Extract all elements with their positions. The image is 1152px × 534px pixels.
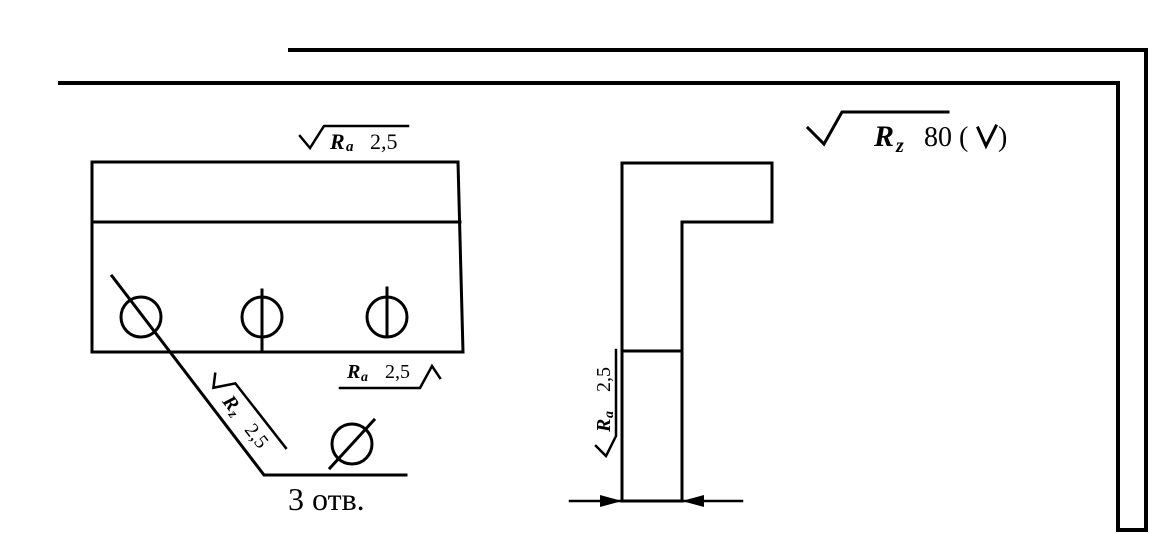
diameter-slash <box>327 417 377 471</box>
leader-line <box>109 273 408 477</box>
roughness-check-symbol <box>805 110 950 147</box>
general-roughness-value: 80 ( <box>924 122 968 153</box>
holes <box>119 286 409 354</box>
bottom-roughness-subscript: a <box>361 370 368 385</box>
top-roughness-subscript: a <box>346 139 354 155</box>
hole-roughness: R z 2,5 <box>211 372 288 453</box>
general-roughness-symbol: R <box>873 120 894 153</box>
arrow-left-icon <box>682 495 704 507</box>
frame-outer-line <box>58 48 1148 532</box>
hole-count-note: 3 отв. <box>288 481 365 517</box>
frame <box>58 48 1148 532</box>
top-surface-roughness: R a 2,5 <box>298 124 410 155</box>
diameter-icon <box>327 417 377 471</box>
roughness-check-symbol <box>594 348 618 459</box>
bottom-roughness-value: 2,5 <box>385 361 410 383</box>
left-part-outline <box>90 160 465 354</box>
roughness-check-symbol <box>298 124 410 151</box>
small-check-icon <box>976 123 999 150</box>
general-roughness-note: R z 80 ( ) <box>805 110 1007 157</box>
roughness-check-symbol <box>338 363 442 390</box>
arrow-right-icon <box>600 495 622 507</box>
left-part: R a 2,5 R a 2,5 R z 2,5 <box>90 124 465 517</box>
diameter-circle <box>330 422 374 466</box>
side-roughness: R a 2,5 <box>593 348 618 459</box>
width-dimension <box>568 495 744 507</box>
right-part-outline <box>620 161 774 503</box>
top-roughness-value: 2,5 <box>370 129 398 154</box>
right-part: R a 2,5 <box>568 161 774 507</box>
side-roughness-subscript: a <box>602 411 617 418</box>
roughness-check-symbol <box>211 372 288 450</box>
side-roughness-value: 2,5 <box>593 367 615 392</box>
hole-leader: R z 2,5 3 отв. <box>109 273 408 517</box>
general-roughness-tail: ) <box>998 122 1007 153</box>
top-roughness-symbol: R <box>329 129 345 154</box>
bottom-roughness-symbol: R <box>346 361 360 383</box>
side-roughness-symbol: R <box>593 419 615 433</box>
bottom-surface-roughness: R a 2,5 <box>338 361 442 390</box>
hole <box>119 295 163 339</box>
general-roughness-subscript: z <box>895 135 904 157</box>
